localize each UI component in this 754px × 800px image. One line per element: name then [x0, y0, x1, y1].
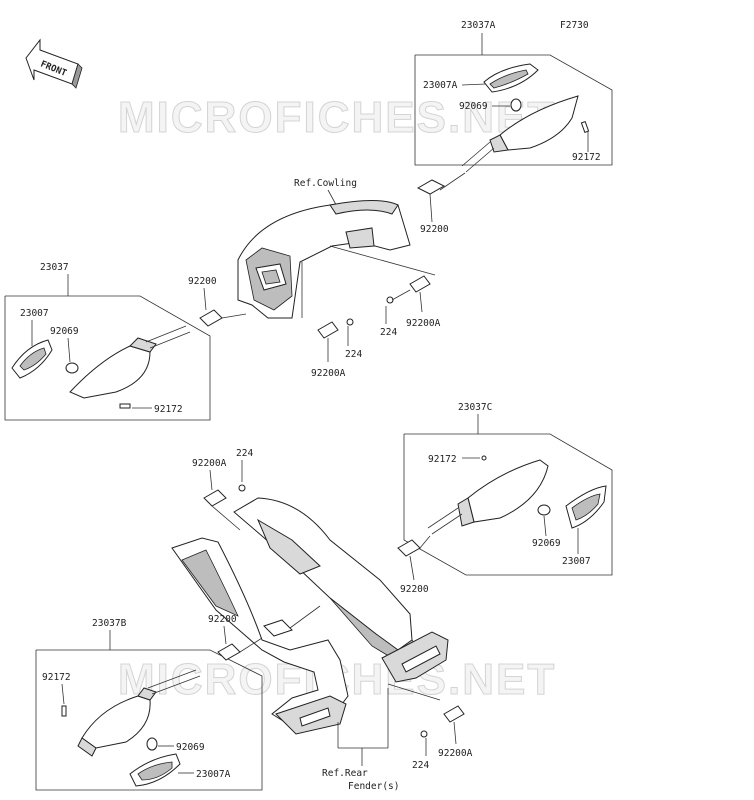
label-bl-screw: 92172	[42, 672, 71, 683]
bracket-mid-right: 224 92200A	[380, 275, 441, 338]
label-tl-lens: 23007	[20, 308, 49, 319]
label-ref-cowling: Ref.Cowling	[294, 178, 357, 189]
gasket-bottom-right: 92200	[397, 535, 431, 595]
bracket-lower: 224 92200A	[412, 705, 473, 771]
label-br-gasket: 92200	[400, 584, 429, 595]
label-tr-lens: 23007A	[423, 80, 458, 91]
label-bl-bulb: 92069	[176, 742, 205, 753]
label-mid-bracket-b: 92200A	[406, 318, 441, 329]
label-tl-assembly: 23037	[40, 262, 69, 273]
label-tl-bulb: 92069	[50, 326, 79, 337]
label-bl-assembly: 23037B	[92, 618, 127, 629]
label-tl-gasket: 92200	[188, 276, 217, 287]
label-upper-bracket: 92200A	[192, 458, 227, 469]
turn-signal-rear-right: 23037C 92172 92069 23007	[403, 402, 613, 576]
label-bl-gasket: 92200	[208, 614, 237, 625]
label-mid-bolt-a: 224	[345, 349, 362, 360]
diagram-code: F2730	[560, 20, 589, 31]
label-tr-assembly: 23037A	[461, 20, 496, 31]
label-ref-rear-1: Ref.Rear	[322, 768, 368, 779]
gasket-top-right: 92200	[416, 172, 466, 235]
label-mid-bolt-b: 224	[380, 327, 397, 338]
label-bl-lens: 23007A	[196, 769, 231, 780]
label-lower-bracket: 92200A	[438, 748, 473, 759]
label-br-bulb: 92069	[532, 538, 561, 549]
label-br-screw: 92172	[428, 454, 457, 465]
bracket-mid-left: 224 92200A	[311, 318, 362, 379]
label-mid-bracket-a: 92200A	[311, 368, 346, 379]
watermark-top: MICROFICHES.NET	[118, 93, 556, 142]
label-tr-screw: 92172	[572, 152, 601, 163]
label-lower-bolt: 224	[412, 760, 429, 771]
label-tr-bulb: 92069	[459, 101, 488, 112]
gasket-bottom-left: 92200	[208, 614, 263, 661]
label-br-assembly: 23037C	[458, 402, 492, 413]
cowling: Ref.Cowling	[237, 178, 436, 319]
label-br-lens: 23007	[562, 556, 591, 567]
turn-signal-front-right: 23037A 23007A 92069 92172	[414, 20, 613, 173]
gasket-top-left: 92200	[188, 276, 247, 327]
label-ref-rear-2: Fender(s)	[348, 781, 399, 792]
turn-signal-rear-left: 23037B 92172 92069 23007A	[35, 618, 263, 791]
turn-signal-front-left: 23037 23007 92069 92172	[4, 262, 211, 421]
front-arrow-icon: FRONT	[25, 38, 83, 89]
label-tr-gasket: 92200	[420, 224, 449, 235]
bracket-upper: 92200A 224	[192, 448, 253, 531]
label-upper-bolt: 224	[236, 448, 253, 459]
rear-fender: Ref.Rear Fender(s)	[171, 497, 449, 792]
label-tl-screw: 92172	[154, 404, 183, 415]
